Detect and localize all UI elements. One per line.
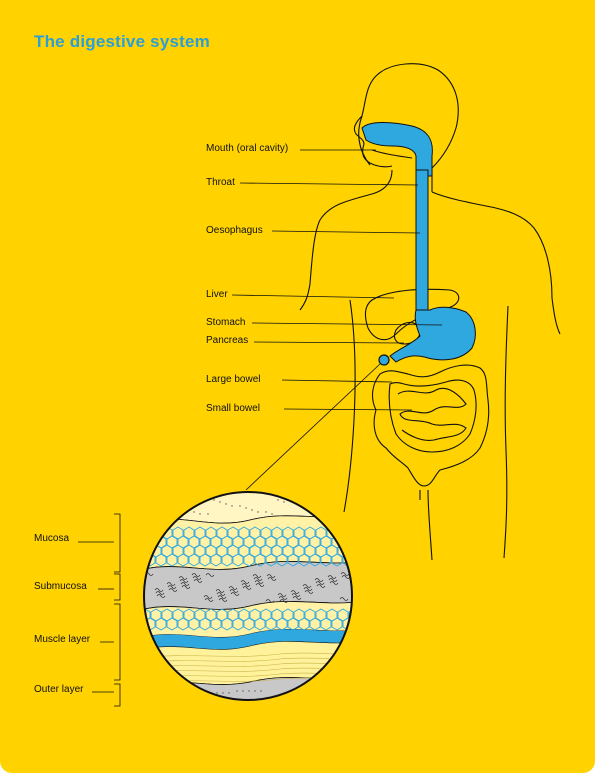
wall-cross-section [144, 492, 352, 700]
label-mouth: Mouth (oral cavity) [206, 143, 288, 154]
layer-labels: Mucosa Submucosa Muscle layer Outer laye… [34, 533, 91, 695]
label-stomach: Stomach [206, 317, 245, 328]
label-submucosa: Submucosa [34, 581, 87, 592]
large-bowel-outline [371, 364, 490, 487]
leader-small-bowel [283, 408, 413, 411]
right-shoulder-arm [431, 191, 561, 335]
mucosa-layer [144, 513, 352, 571]
bracket-outer [114, 683, 121, 707]
stomach [389, 306, 476, 363]
left-shoulder-arm [299, 169, 393, 311]
magnified-section-marker [378, 354, 390, 366]
cell-pattern [144, 526, 352, 631]
left-torso [343, 299, 356, 513]
leader-pancreas [253, 341, 405, 344]
body-labels: Mouth (oral cavity) Throat Oesophagus Li… [206, 143, 288, 414]
large-bowel [371, 364, 490, 487]
muscle-blue-band [144, 629, 352, 650]
right-torso [503, 305, 509, 559]
label-liver: Liver [206, 289, 228, 300]
diagram-title: The digestive system [34, 32, 210, 51]
digestive-tract [361, 122, 476, 366]
muscle-fibre-layer [144, 641, 352, 685]
leader-liver [231, 294, 395, 299]
face-profile [353, 115, 393, 168]
leader-oesophagus [271, 230, 421, 234]
oesophagus [415, 169, 429, 321]
outer-layer [144, 676, 352, 700]
label-small-bowel: Small bowel [206, 403, 260, 414]
layer-brackets [78, 513, 121, 707]
body-outline [299, 63, 561, 561]
label-throat: Throat [206, 177, 235, 188]
leader-stomach [251, 322, 443, 326]
small-bowel [397, 387, 467, 441]
small-bowel-coils [397, 387, 467, 441]
leader-large-bowel [281, 379, 393, 383]
bracket-mucosa [114, 513, 121, 573]
bracket-submucosa [114, 573, 121, 601]
label-muscle-layer: Muscle layer [34, 634, 91, 645]
label-mucosa: Mucosa [34, 533, 69, 544]
bracket-muscle [114, 603, 121, 681]
magnifier-connector [245, 363, 381, 491]
magnifier-circle [143, 491, 353, 701]
body-leader-lines [231, 149, 443, 411]
oral-cavity [361, 122, 433, 177]
leg-gap [419, 489, 433, 561]
tongue-line [371, 149, 413, 159]
label-pancreas: Pancreas [206, 335, 248, 346]
leader-throat [239, 182, 419, 186]
large-bowel-inner [388, 379, 477, 453]
mucosa-surface-layer [144, 492, 352, 524]
label-oesophagus: Oesophagus [206, 225, 263, 236]
label-large-bowel: Large bowel [206, 374, 260, 385]
label-outer-layer: Outer layer [34, 684, 84, 695]
